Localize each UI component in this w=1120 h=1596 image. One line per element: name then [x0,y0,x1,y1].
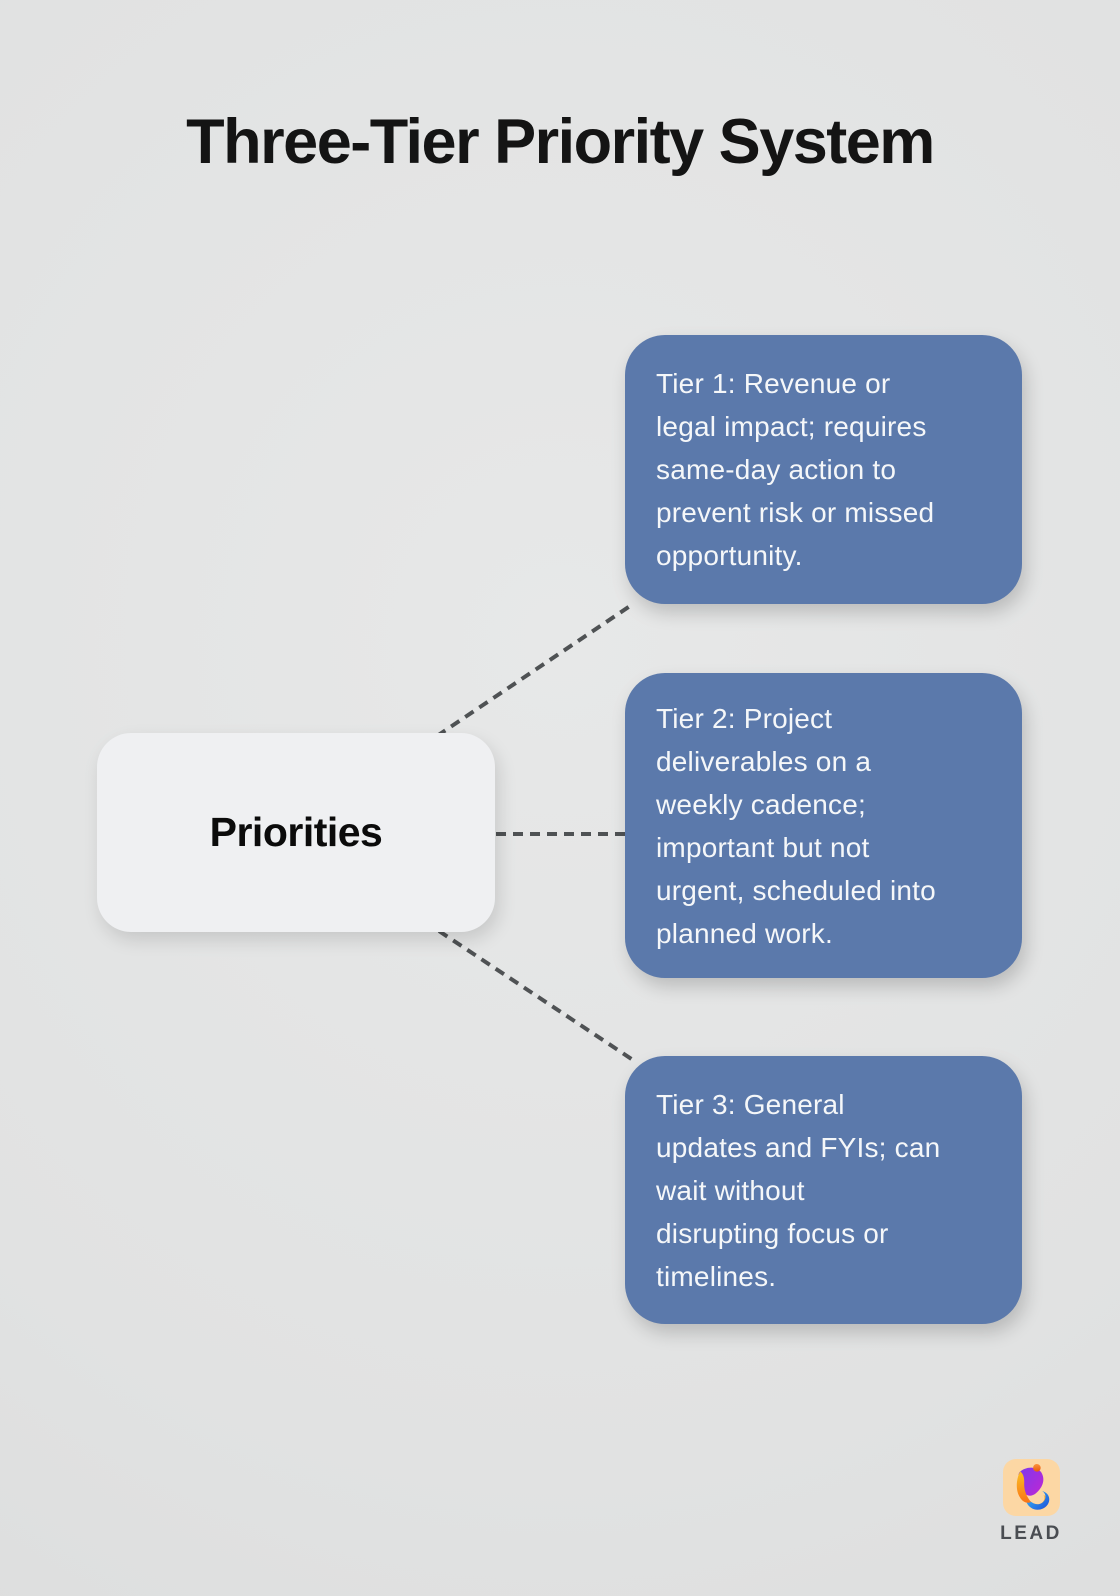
page-title: Three-Tier Priority System [186,107,935,177]
connector-tier-1 [435,602,635,738]
tier-3-text: Tier 3: General updates and FYIs; can wa… [656,1088,941,1292]
lead-logo-text: LEAD [1000,1523,1062,1544]
tier-1-box: Tier 1: Revenue or legal impact; require… [625,335,1022,604]
tier-3-box: Tier 3: General updates and FYIs; can wa… [625,1056,1022,1324]
logo-swoosh-orange [1016,1471,1031,1503]
root-node-label: Priorities [209,809,383,855]
lead-logo-badge [1002,1459,1060,1516]
tier-2-box: Tier 2: Project deliverables on a weekly… [625,673,1022,978]
logo-swoosh-blue [1024,1491,1049,1510]
logo-dot [1032,1464,1041,1472]
tier-1-text: Tier 1: Revenue or legal impact; require… [656,368,935,571]
brand-footer: LEAD [998,1459,1064,1545]
tier-2-text: Tier 2: Project deliverables on a weekly… [656,702,936,949]
logo-swoosh-purple [1018,1467,1043,1496]
lead-logo-icon [1016,1464,1049,1510]
root-node-priorities: Priorities [97,733,495,932]
connector-tier-3 [437,929,635,1062]
